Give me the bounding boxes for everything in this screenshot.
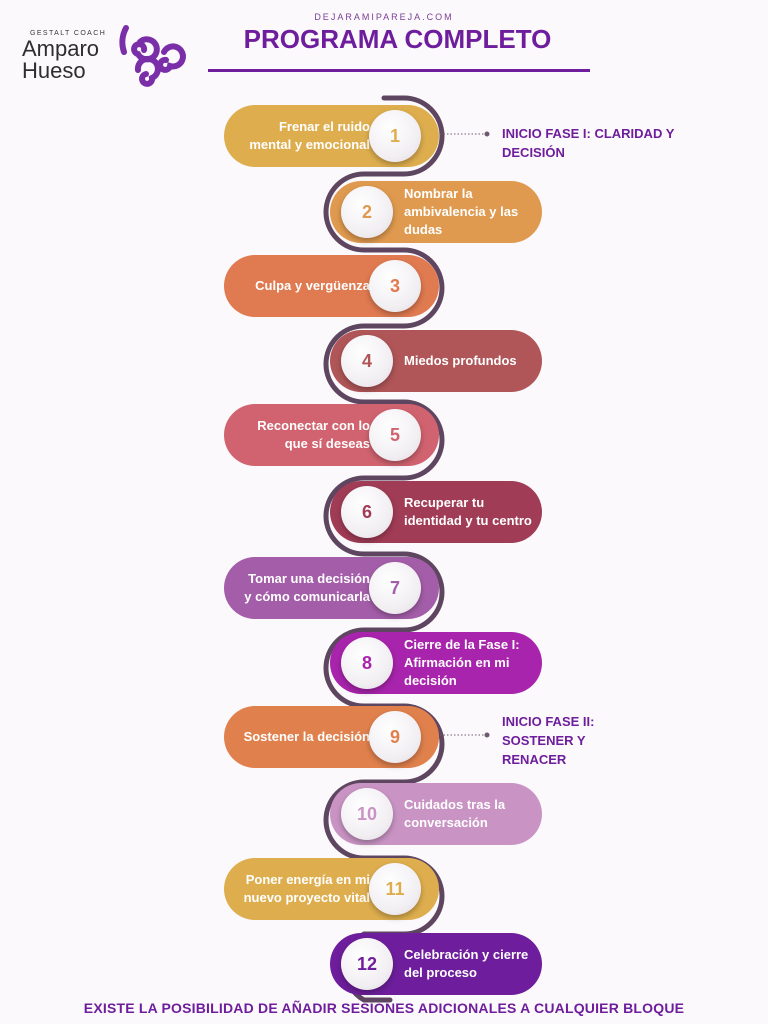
step-1-text: Frenar el ruido mental y emocional [249,119,370,152]
step-2-number: 2 [341,186,393,238]
step-4-text: Miedos profundos [404,353,517,368]
phase-1-line1: INICIO FASE I: CLARIDAD Y [502,126,675,141]
step-6-number: 6 [341,486,393,538]
phase-2-line2: SOSTENER Y [502,733,586,748]
step-12-text: Celebración y cierre del proceso [404,947,529,980]
step-7-number: 7 [369,562,421,614]
spiral-logo-icon [119,25,186,87]
phase-2-line1: INICIO FASE II: [502,714,595,729]
step-10: Cuidados tras la conversación 10 [330,783,542,845]
step-9-text: Sostener la decisión [243,729,370,744]
phase-1-line2: DECISIÓN [502,145,565,160]
step-10-number: 10 [341,788,393,840]
title-underline [208,69,590,72]
step-9-number: 9 [369,711,421,763]
phase-2-line3: RENACER [502,752,567,767]
step-4: Miedos profundos 4 [330,330,542,392]
step-12-number: 12 [341,938,393,990]
step-6: Recuperar tu identidad y tu centro 6 [330,481,542,543]
step-6-text: Recuperar tu identidad y tu centro [404,495,532,528]
step-8: Cierre de la Fase I: Afirmación en mi de… [330,632,542,694]
site-url: DEJARAMIPAREJA.COM [314,12,454,22]
step-11-text: Poner energía en mi nuevo proyecto vital [243,872,370,905]
step-11-number: 11 [369,863,421,915]
step-9: Sostener la decisión 9 [224,706,439,768]
step-8-text: Cierre de la Fase I: Afirmación en mi de… [404,637,520,688]
step-7: Tomar una decisión y cómo comunicarla 7 [224,557,439,619]
step-1-number: 1 [369,110,421,162]
step-2: Nombrar la ambivalencia y las dudas 2 [330,181,542,243]
step-5-text: Reconectar con lo que sí deseas [257,418,370,451]
footer-note: EXISTE LA POSIBILIDAD DE AÑADIR SESIONES… [83,1000,685,1016]
step-12: Celebración y cierre del proceso 12 [330,933,542,995]
brand-name: Amparo Hueso [22,38,99,82]
phase-2-label: INICIO FASE II: SOSTENER Y RENACER [502,712,594,769]
brand-name-line1: Amparo [22,36,100,61]
page-title: PROGRAMA COMPLETO [243,24,552,54]
step-7-text: Tomar una decisión y cómo comunicarla [244,571,370,604]
step-3-text: Culpa y vergüenza [255,278,370,293]
step-3: Culpa y vergüenza 3 [224,255,439,317]
brand-name-line2: Hueso [22,58,86,83]
step-11: Poner energía en mi nuevo proyecto vital… [224,858,439,920]
step-8-number: 8 [341,637,393,689]
brand-subtitle: GESTALT COACH [30,30,107,37]
step-3-number: 3 [369,260,421,312]
step-5-number: 5 [369,409,421,461]
phase-1-label: INICIO FASE I: CLARIDAD Y DECISIÓN [502,124,674,162]
step-5: Reconectar con lo que sí deseas 5 [224,404,439,466]
step-10-text: Cuidados tras la conversación [404,797,506,830]
step-2-text: Nombrar la ambivalencia y las dudas [404,186,519,237]
step-4-number: 4 [341,335,393,387]
step-1: Frenar el ruido mental y emocional 1 [224,105,439,167]
